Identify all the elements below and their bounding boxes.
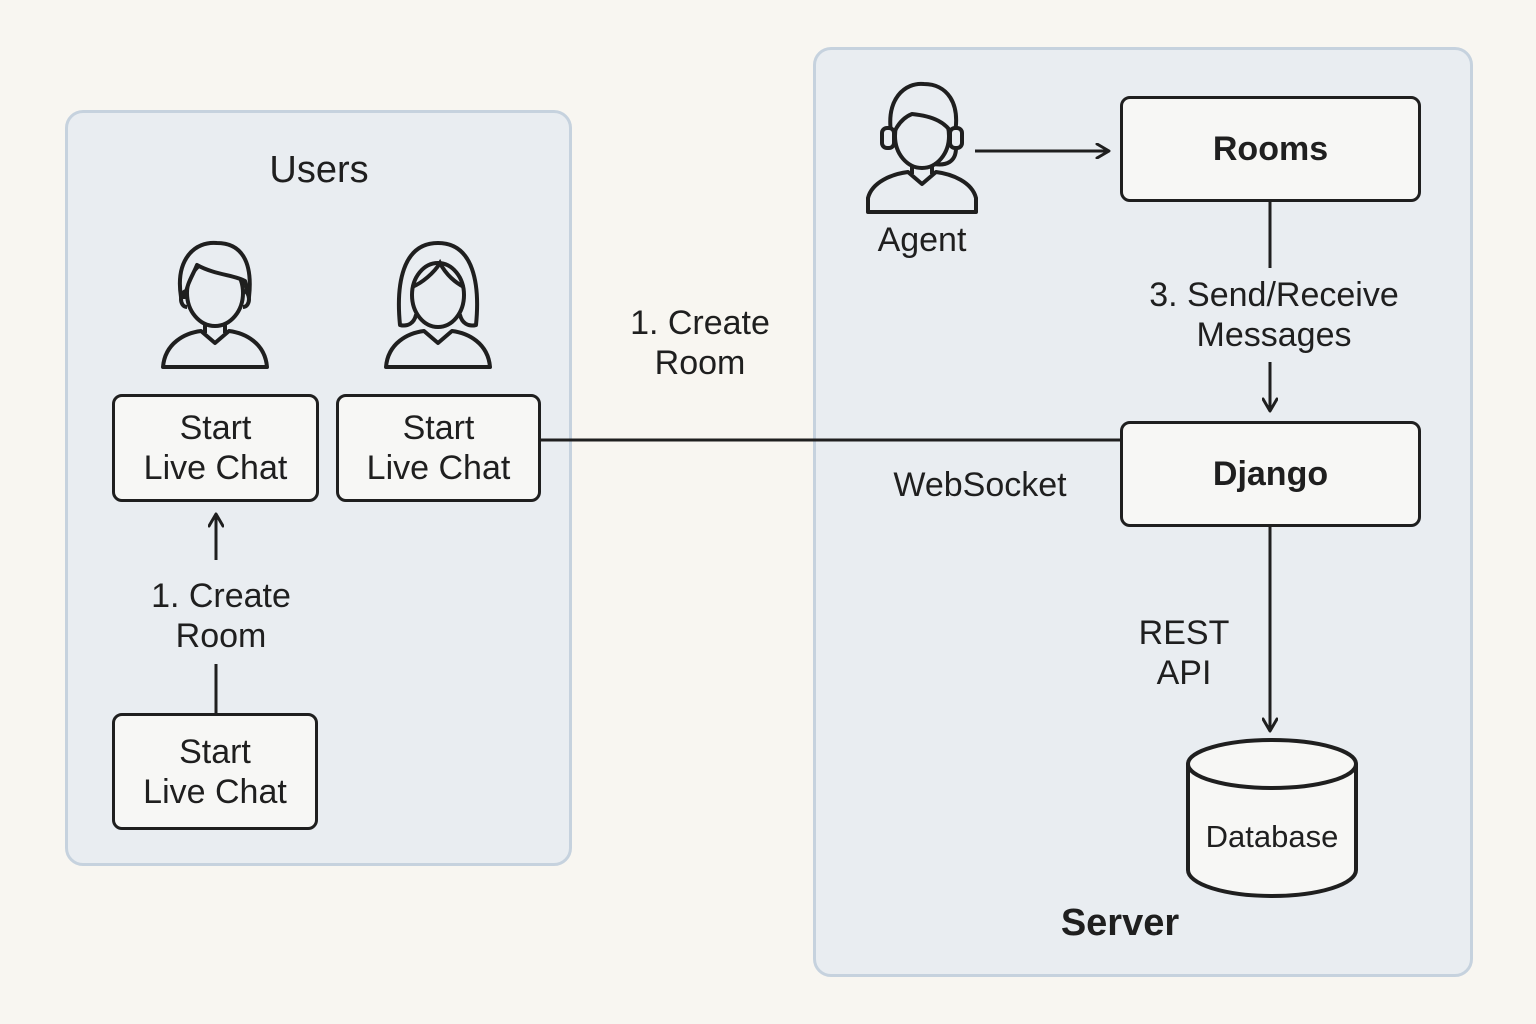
django-box[interactable]: Django <box>1120 421 1421 527</box>
create-room-label: 1. Create Room <box>630 304 770 382</box>
agent-headset-icon <box>866 81 978 214</box>
start-live-chat-label: Start Live Chat <box>143 409 288 487</box>
rest-api-label: REST API <box>1138 614 1230 692</box>
start-live-chat-label: Start Live Chat <box>366 409 511 487</box>
user-male-icon <box>161 240 269 369</box>
start-live-chat-button-1[interactable]: Start Live Chat <box>112 394 319 502</box>
start-live-chat-button-3[interactable]: Start Live Chat <box>112 713 318 830</box>
start-live-chat-label: Start Live Chat <box>143 732 287 811</box>
agent-label: Agent <box>877 221 967 259</box>
user-female-icon <box>384 241 492 369</box>
rooms-label: Rooms <box>1212 130 1329 168</box>
websocket-label: WebSocket <box>893 466 1067 504</box>
server-title: Server <box>1060 902 1180 944</box>
send-receive-messages-label: 3. Send/Receive Messages <box>1149 276 1399 354</box>
inner-create-room-label: 1. Create Room <box>151 577 291 655</box>
database-label: Database <box>1205 819 1339 854</box>
start-live-chat-button-2[interactable]: Start Live Chat <box>336 394 541 502</box>
django-label: Django <box>1212 455 1329 493</box>
database-cylinder-icon[interactable] <box>1184 736 1360 902</box>
users-title: Users <box>269 149 369 191</box>
rooms-box[interactable]: Rooms <box>1120 96 1421 202</box>
